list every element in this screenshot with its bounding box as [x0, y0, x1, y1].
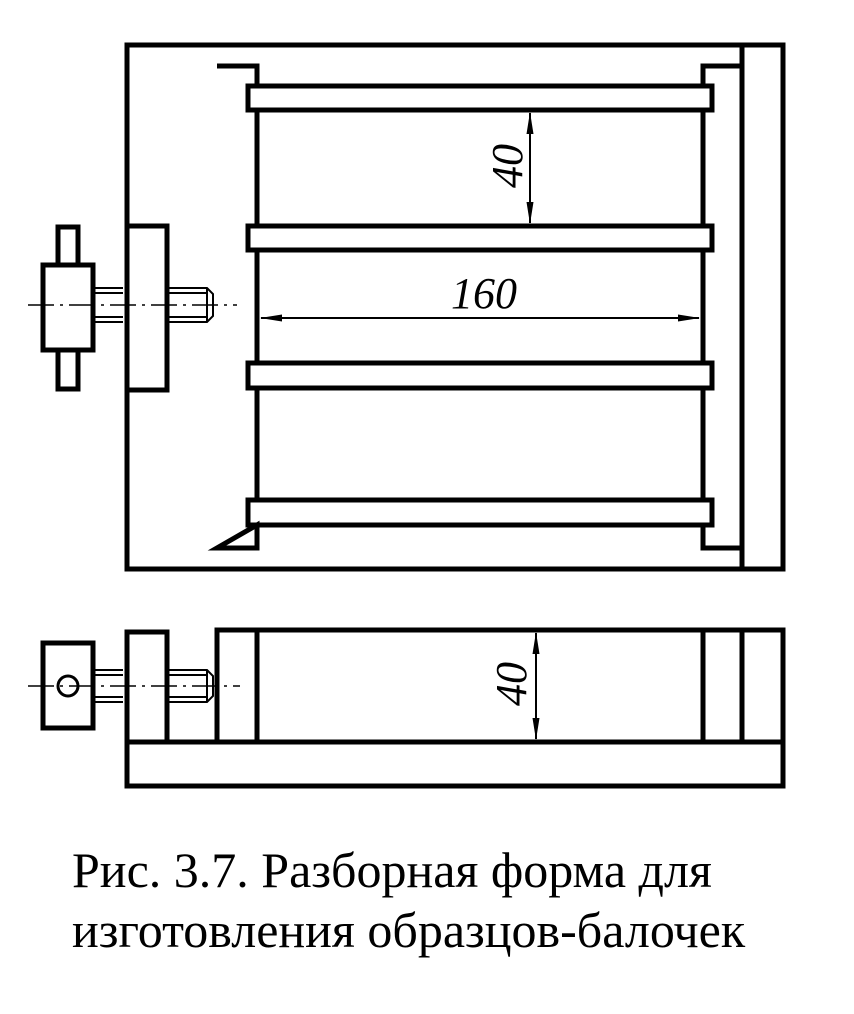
- figure-caption-line-2: изготовления образцов-балочек: [72, 902, 746, 958]
- plan-dimension-40-label: 40: [483, 144, 532, 188]
- plan-dimension-160-label: 160: [451, 269, 517, 318]
- partition-plate-4: [245, 497, 715, 528]
- side-view: 40: [28, 627, 786, 789]
- plan-left-side-bar: [207, 63, 260, 551]
- partition-plate-1: [245, 83, 715, 113]
- side-dimension-40-label: 40: [487, 662, 536, 706]
- partition-plate-3: [245, 360, 715, 391]
- side-screw-bracket: [124, 629, 170, 745]
- plan-right-side-bar: [700, 63, 742, 551]
- mold-drawing: 40 160 40: [28, 42, 786, 789]
- side-base: [124, 627, 786, 789]
- partition-plate-2: [245, 223, 715, 253]
- figure-caption: Рис. 3.7. Разборная форма для изготовлен…: [72, 840, 832, 960]
- plan-view: 40 160: [28, 42, 786, 572]
- figure-caption-line-1: Рис. 3.7. Разборная форма для: [72, 842, 712, 898]
- plan-screw-nut: [40, 262, 96, 353]
- side-screw-thread: [93, 669, 214, 703]
- plan-screw-bracket: [124, 223, 170, 393]
